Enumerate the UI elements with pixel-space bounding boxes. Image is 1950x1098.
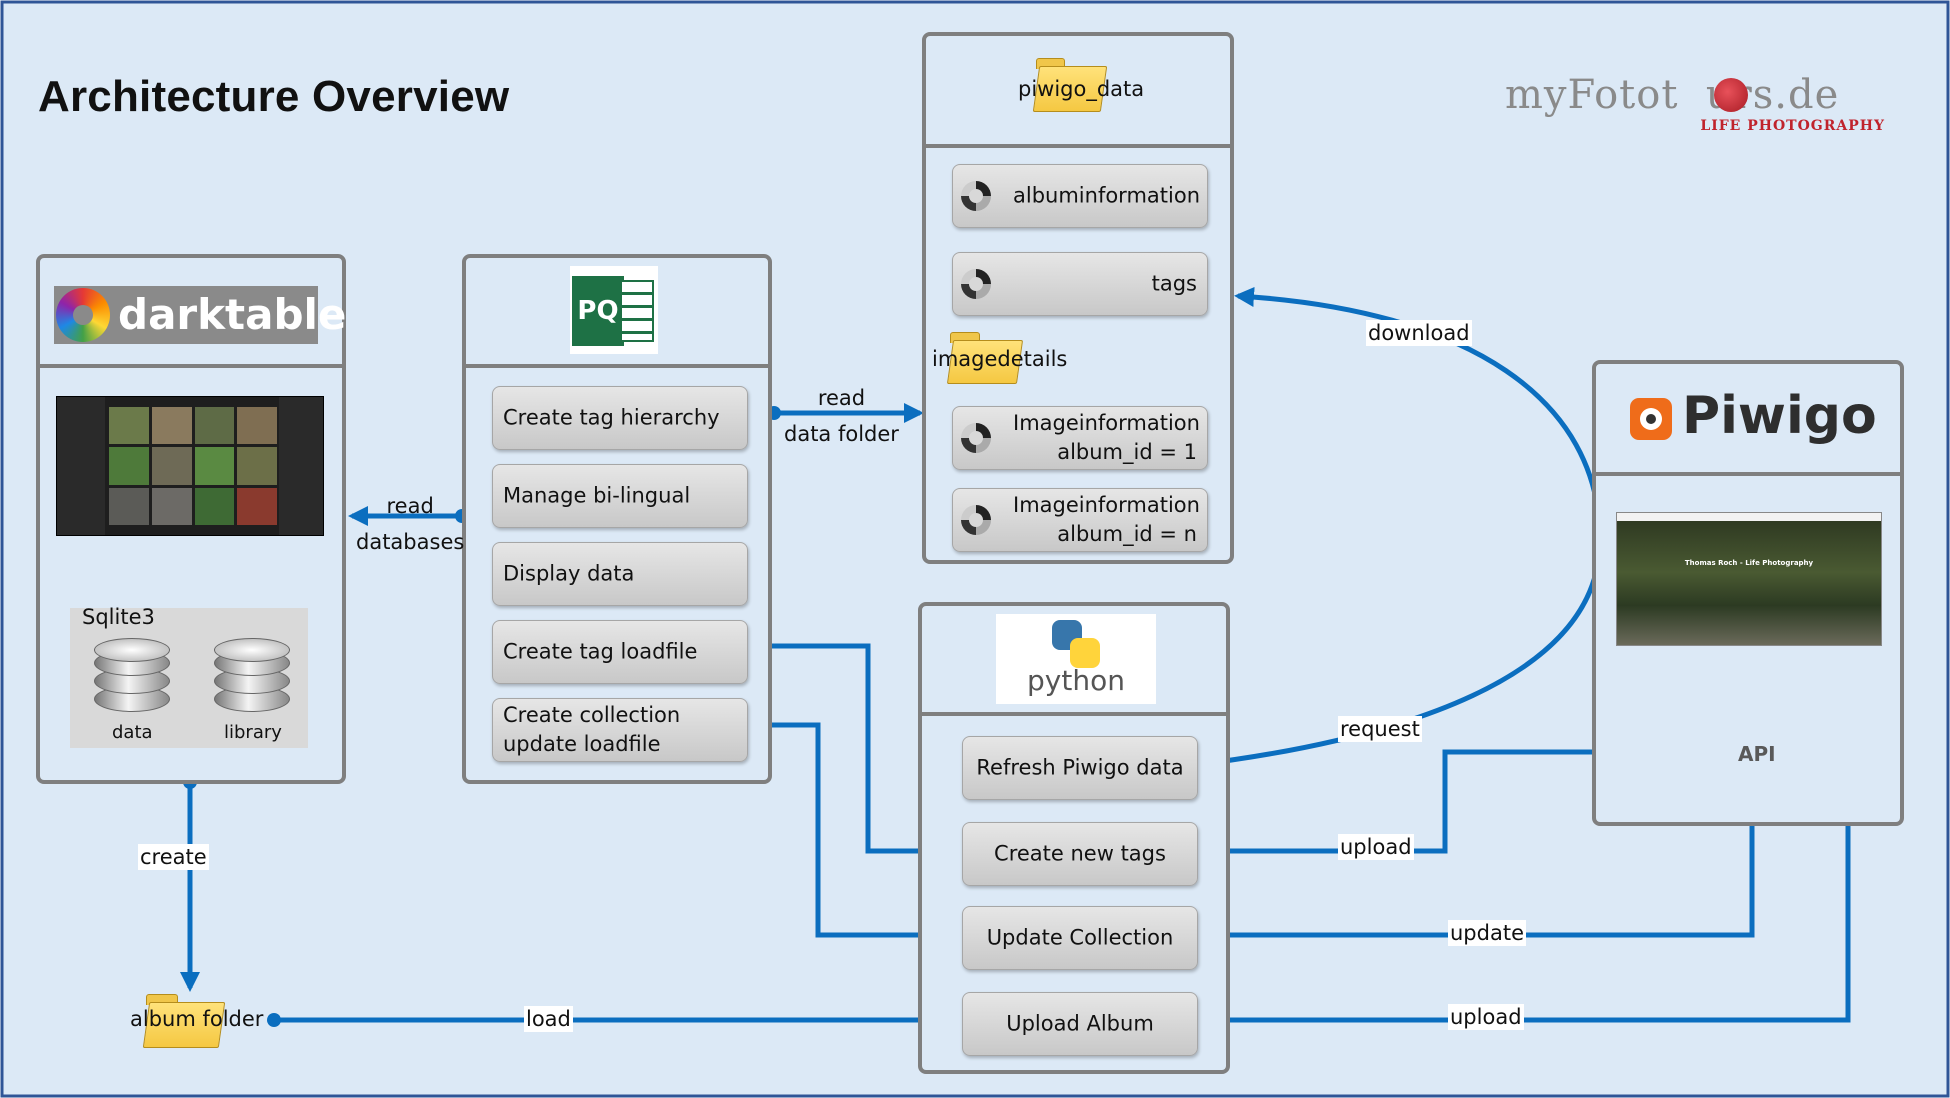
ring-icon (961, 269, 991, 299)
pq-icon-text: PQ (572, 276, 624, 346)
edge-upload-tags (1193, 742, 1690, 854)
myfototours-logo: myFotot urs.de LIFE PHOTOGRAPHY (1505, 72, 1885, 142)
sqlite-panel: Sqlite3 data library (70, 605, 308, 748)
darktable-box: darktable Sqlite3 data library (36, 254, 346, 784)
piwigo-data-header: piwigo_data (926, 36, 1230, 148)
edge-label-upload-album: upload (1448, 1004, 1524, 1030)
python-box: python Refresh Piwigo data Create new ta… (918, 602, 1230, 1074)
db-library-label: library (224, 722, 282, 743)
powerquery-box: PQ Create tag hierarchy Manage bi-lingua… (462, 254, 772, 784)
piwigo-screenshot-title: Thomas Roch - Life Photography (1684, 559, 1814, 567)
folder-icon (1032, 58, 1108, 112)
python-logo: python (996, 614, 1156, 704)
pq-display-data[interactable]: Display data (492, 542, 748, 606)
pq-create-collection-loadfile[interactable]: Create collection update loadfile (492, 698, 748, 762)
edge-update (1193, 794, 1762, 938)
piwigo-logo-icon (1630, 398, 1672, 440)
page-title: Architecture Overview (38, 72, 510, 121)
album-folder-icon (142, 994, 226, 1048)
python-snake-icon (1052, 620, 1100, 668)
edge-label-download: download (1366, 320, 1472, 346)
edge-collection-loadfile (742, 722, 962, 945)
python-logo-text: python (1027, 664, 1125, 697)
api-label: API (1738, 742, 1776, 766)
darktable-name: darktable (118, 290, 347, 339)
albuminformation-item[interactable]: albuminformation (952, 164, 1208, 228)
db-data-label: data (112, 722, 153, 743)
pq-create-tag-loadfile[interactable]: Create tag loadfile (492, 620, 748, 684)
logo-text: myFotot urs.de (1505, 72, 1840, 118)
edge-label-create: create (138, 844, 209, 870)
refresh-piwigo-data-button[interactable]: Refresh Piwigo data (962, 736, 1198, 800)
ring-icon (961, 505, 991, 535)
database-icon-data (94, 638, 170, 722)
piwigo-name: Piwigo (1682, 386, 1877, 446)
pq-manage-bilingual[interactable]: Manage bi-lingual (492, 464, 748, 528)
ring-icon (961, 423, 991, 453)
edge-label-read-databases: read databases (356, 494, 465, 554)
imageinformation-1-item[interactable]: Imageinformation album_id = 1 (952, 406, 1208, 470)
edge-label-upload-tags: upload (1338, 834, 1414, 860)
database-icon-library (214, 638, 290, 722)
darktable-logo: darktable (54, 286, 346, 344)
album-folder-label: album folder (130, 1007, 264, 1031)
darktable-screenshot (56, 396, 324, 536)
edge-label-request: request (1338, 716, 1422, 742)
globe-icon (1714, 78, 1748, 112)
edge-label-load: load (524, 1006, 573, 1032)
edge-tag-loadfile (742, 643, 962, 861)
piwigo-header: Piwigo (1596, 364, 1900, 476)
logo-tagline: LIFE PHOTOGRAPHY (1700, 118, 1885, 134)
piwigo-data-folder-label: piwigo_data (1018, 77, 1145, 101)
powerquery-header: PQ (466, 258, 768, 368)
pq-create-tag-hierarchy[interactable]: Create tag hierarchy (492, 386, 748, 450)
imagedetails-label: imagedetails (932, 347, 1068, 371)
sqlite-label: Sqlite3 (82, 605, 155, 629)
piwigo-box: Piwigo Thomas Roch - Life Photography AP… (1592, 360, 1904, 826)
ring-icon (961, 181, 991, 211)
create-new-tags-button[interactable]: Create new tags (962, 822, 1198, 886)
python-header: python (922, 606, 1226, 716)
upload-album-button[interactable]: Upload Album (962, 992, 1198, 1056)
piwigo-screenshot: Thomas Roch - Life Photography (1616, 512, 1882, 646)
edge-label-read-data-folder: read data folder (784, 386, 899, 446)
imageinformation-n-item[interactable]: Imageinformation album_id = n (952, 488, 1208, 552)
imagedetails-folder-icon (946, 332, 1024, 384)
aperture-center (73, 305, 93, 325)
darktable-header: darktable (40, 258, 346, 368)
update-collection-button[interactable]: Update Collection (962, 906, 1198, 970)
edge-label-update: update (1448, 920, 1526, 946)
tags-item[interactable]: tags (952, 252, 1208, 316)
piwigo-data-box: piwigo_data albuminformation tags imaged… (922, 32, 1234, 564)
powerquery-icon: PQ (570, 266, 658, 354)
